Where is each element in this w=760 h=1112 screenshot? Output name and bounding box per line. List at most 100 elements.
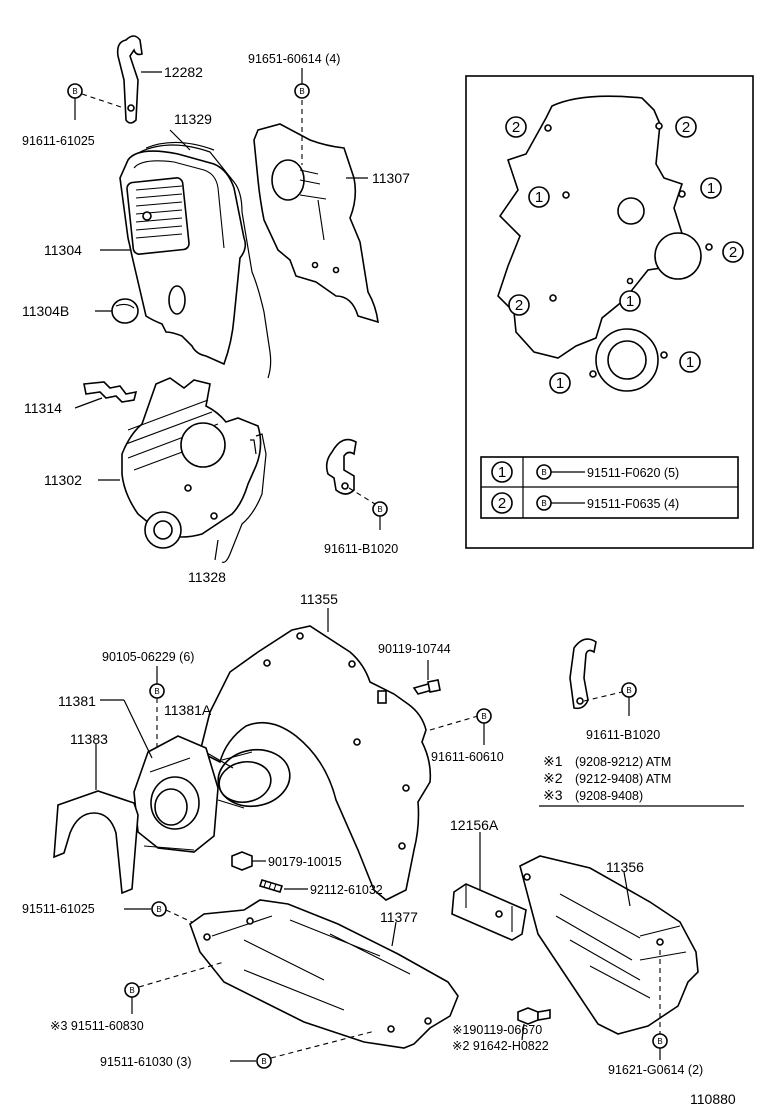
- label-11381a: 11381A: [164, 702, 212, 718]
- plug-11304b: [111, 298, 139, 324]
- seal-retainer-11381: [133, 735, 219, 853]
- callout-1: 1: [549, 372, 571, 394]
- callout-1: 1: [700, 177, 722, 199]
- label-91511-61030: 91511-61030 (3): [100, 1055, 192, 1069]
- note-text: (9208-9212) ATM: [575, 755, 671, 769]
- table-part-1: 91511-F0620 (5): [587, 466, 679, 480]
- label-90105-06229: 90105-06229 (6): [102, 650, 194, 664]
- svg-text:2: 2: [682, 119, 690, 136]
- svg-text:1: 1: [556, 375, 564, 392]
- label-91611-61025: 91611-61025: [22, 134, 95, 148]
- label-11355: 11355: [300, 591, 338, 607]
- label-11329: 11329: [174, 111, 212, 127]
- callout-1: 1: [619, 290, 641, 312]
- clip-11314: [83, 381, 138, 403]
- oil-seal-11381a: [217, 748, 291, 809]
- table-row: 2 B 91511-F0635 (4): [491, 492, 679, 514]
- bracket-12282: [116, 35, 143, 124]
- bolt-marker: B: [372, 501, 388, 517]
- label-91651-60614: 91651-60614 (4): [248, 52, 340, 66]
- callout-2: 2: [675, 116, 697, 138]
- note-mark: ※3: [543, 787, 563, 803]
- bolt-marker: B: [124, 982, 140, 998]
- svg-text:B: B: [154, 687, 159, 696]
- svg-text:B: B: [261, 1057, 266, 1066]
- note-mark: ※2: [543, 770, 563, 786]
- svg-text:B: B: [657, 1037, 662, 1046]
- note-mark: ※1: [543, 753, 563, 769]
- stud-92112-61032: [258, 879, 284, 893]
- svg-text:B: B: [541, 499, 546, 508]
- baffle-11377: [189, 899, 459, 1049]
- callout-2: 2: [505, 116, 527, 138]
- label-11381: 11381: [58, 693, 96, 709]
- label-11383: 11383: [70, 731, 108, 747]
- block-12156a: [451, 883, 527, 941]
- gasket-11329: [139, 141, 272, 379]
- label-91511-61025: 91511-61025: [22, 902, 95, 916]
- lower-timing-cover-11302: [121, 377, 262, 549]
- svg-text:B: B: [626, 686, 631, 695]
- bolt-marker: B: [294, 83, 310, 99]
- label-11356: 11356: [606, 859, 644, 875]
- svg-text:2: 2: [729, 244, 737, 261]
- svg-text:1: 1: [686, 354, 694, 371]
- label-11314: 11314: [24, 400, 62, 416]
- svg-text:1: 1: [707, 180, 715, 197]
- label-91611-60610: 91611-60610: [431, 750, 504, 764]
- svg-text:B: B: [541, 468, 546, 477]
- hook-91611-b1020: [325, 438, 357, 495]
- callout-1: 1: [679, 351, 701, 373]
- label-91611-b1020-a: 91611-B1020: [324, 542, 398, 556]
- diagram-id: 110880: [690, 1091, 736, 1107]
- callout-1: 1: [528, 186, 550, 208]
- label-12156a: 12156A: [450, 817, 499, 833]
- bolt-marker: B: [652, 1033, 668, 1049]
- svg-text:1: 1: [498, 464, 506, 481]
- bolt-marker: B: [621, 682, 637, 698]
- bolt-90119-06670: [517, 1007, 551, 1025]
- svg-text:1: 1: [626, 293, 634, 310]
- cover-11356: [519, 855, 699, 1035]
- bolt-marker: B: [151, 901, 167, 917]
- timing-plate-11307: [253, 123, 379, 324]
- label-11328: 11328: [188, 569, 226, 585]
- svg-text:2: 2: [498, 495, 506, 512]
- bolt-marker: B: [476, 708, 492, 724]
- svg-text:1: 1: [535, 189, 543, 206]
- label-92112-61032: 92112-61032: [310, 883, 383, 897]
- svg-text:2: 2: [512, 119, 520, 136]
- label-11307: 11307: [372, 170, 410, 186]
- label-11302: 11302: [44, 472, 82, 488]
- label-90119-06670: ※190119-06670: [452, 1023, 542, 1037]
- nut-90179-10015: [231, 851, 253, 871]
- note-text: (9208-9408): [575, 789, 643, 803]
- callout-2: 2: [508, 294, 530, 316]
- note-text: (9212-9408) ATM: [575, 772, 671, 786]
- bolt-marker: B: [149, 683, 165, 699]
- label-90119-10744: 90119-10744: [378, 642, 451, 656]
- bolt-marker: B: [67, 83, 83, 99]
- label-12282: 12282: [164, 64, 203, 80]
- notes-legend: ※1 (9208-9212) ATM ※2 (9212-9408) ATM ※3…: [539, 753, 744, 807]
- svg-text:B: B: [129, 986, 134, 995]
- end-plate-11355: [199, 625, 432, 901]
- svg-text:2: 2: [515, 297, 523, 314]
- table-part-2: 91511-F0635 (4): [587, 497, 679, 511]
- bolt-marker: B: [256, 1053, 272, 1069]
- table-row: 1 B 91511-F0620 (5): [491, 461, 679, 483]
- bolt-90119-10744: [412, 679, 441, 695]
- callout-2: 2: [722, 241, 744, 263]
- svg-text:B: B: [481, 712, 486, 721]
- label-11304: 11304: [44, 242, 82, 258]
- label-91611-b1020-b: 91611-B1020: [586, 728, 660, 742]
- hook-91611-b1020: [569, 638, 597, 710]
- svg-text:B: B: [377, 505, 382, 514]
- label-91642-h0822: ※2 91642-H0822: [452, 1039, 549, 1053]
- gasket-11328: [221, 433, 267, 563]
- label-90179-10015: 90179-10015: [268, 855, 342, 869]
- svg-text:B: B: [156, 905, 161, 914]
- label-11377: 11377: [380, 909, 418, 925]
- inset-bolt-table: 1 B 91511-F0620 (5) 2 B 91511-F0635 (4): [480, 456, 739, 519]
